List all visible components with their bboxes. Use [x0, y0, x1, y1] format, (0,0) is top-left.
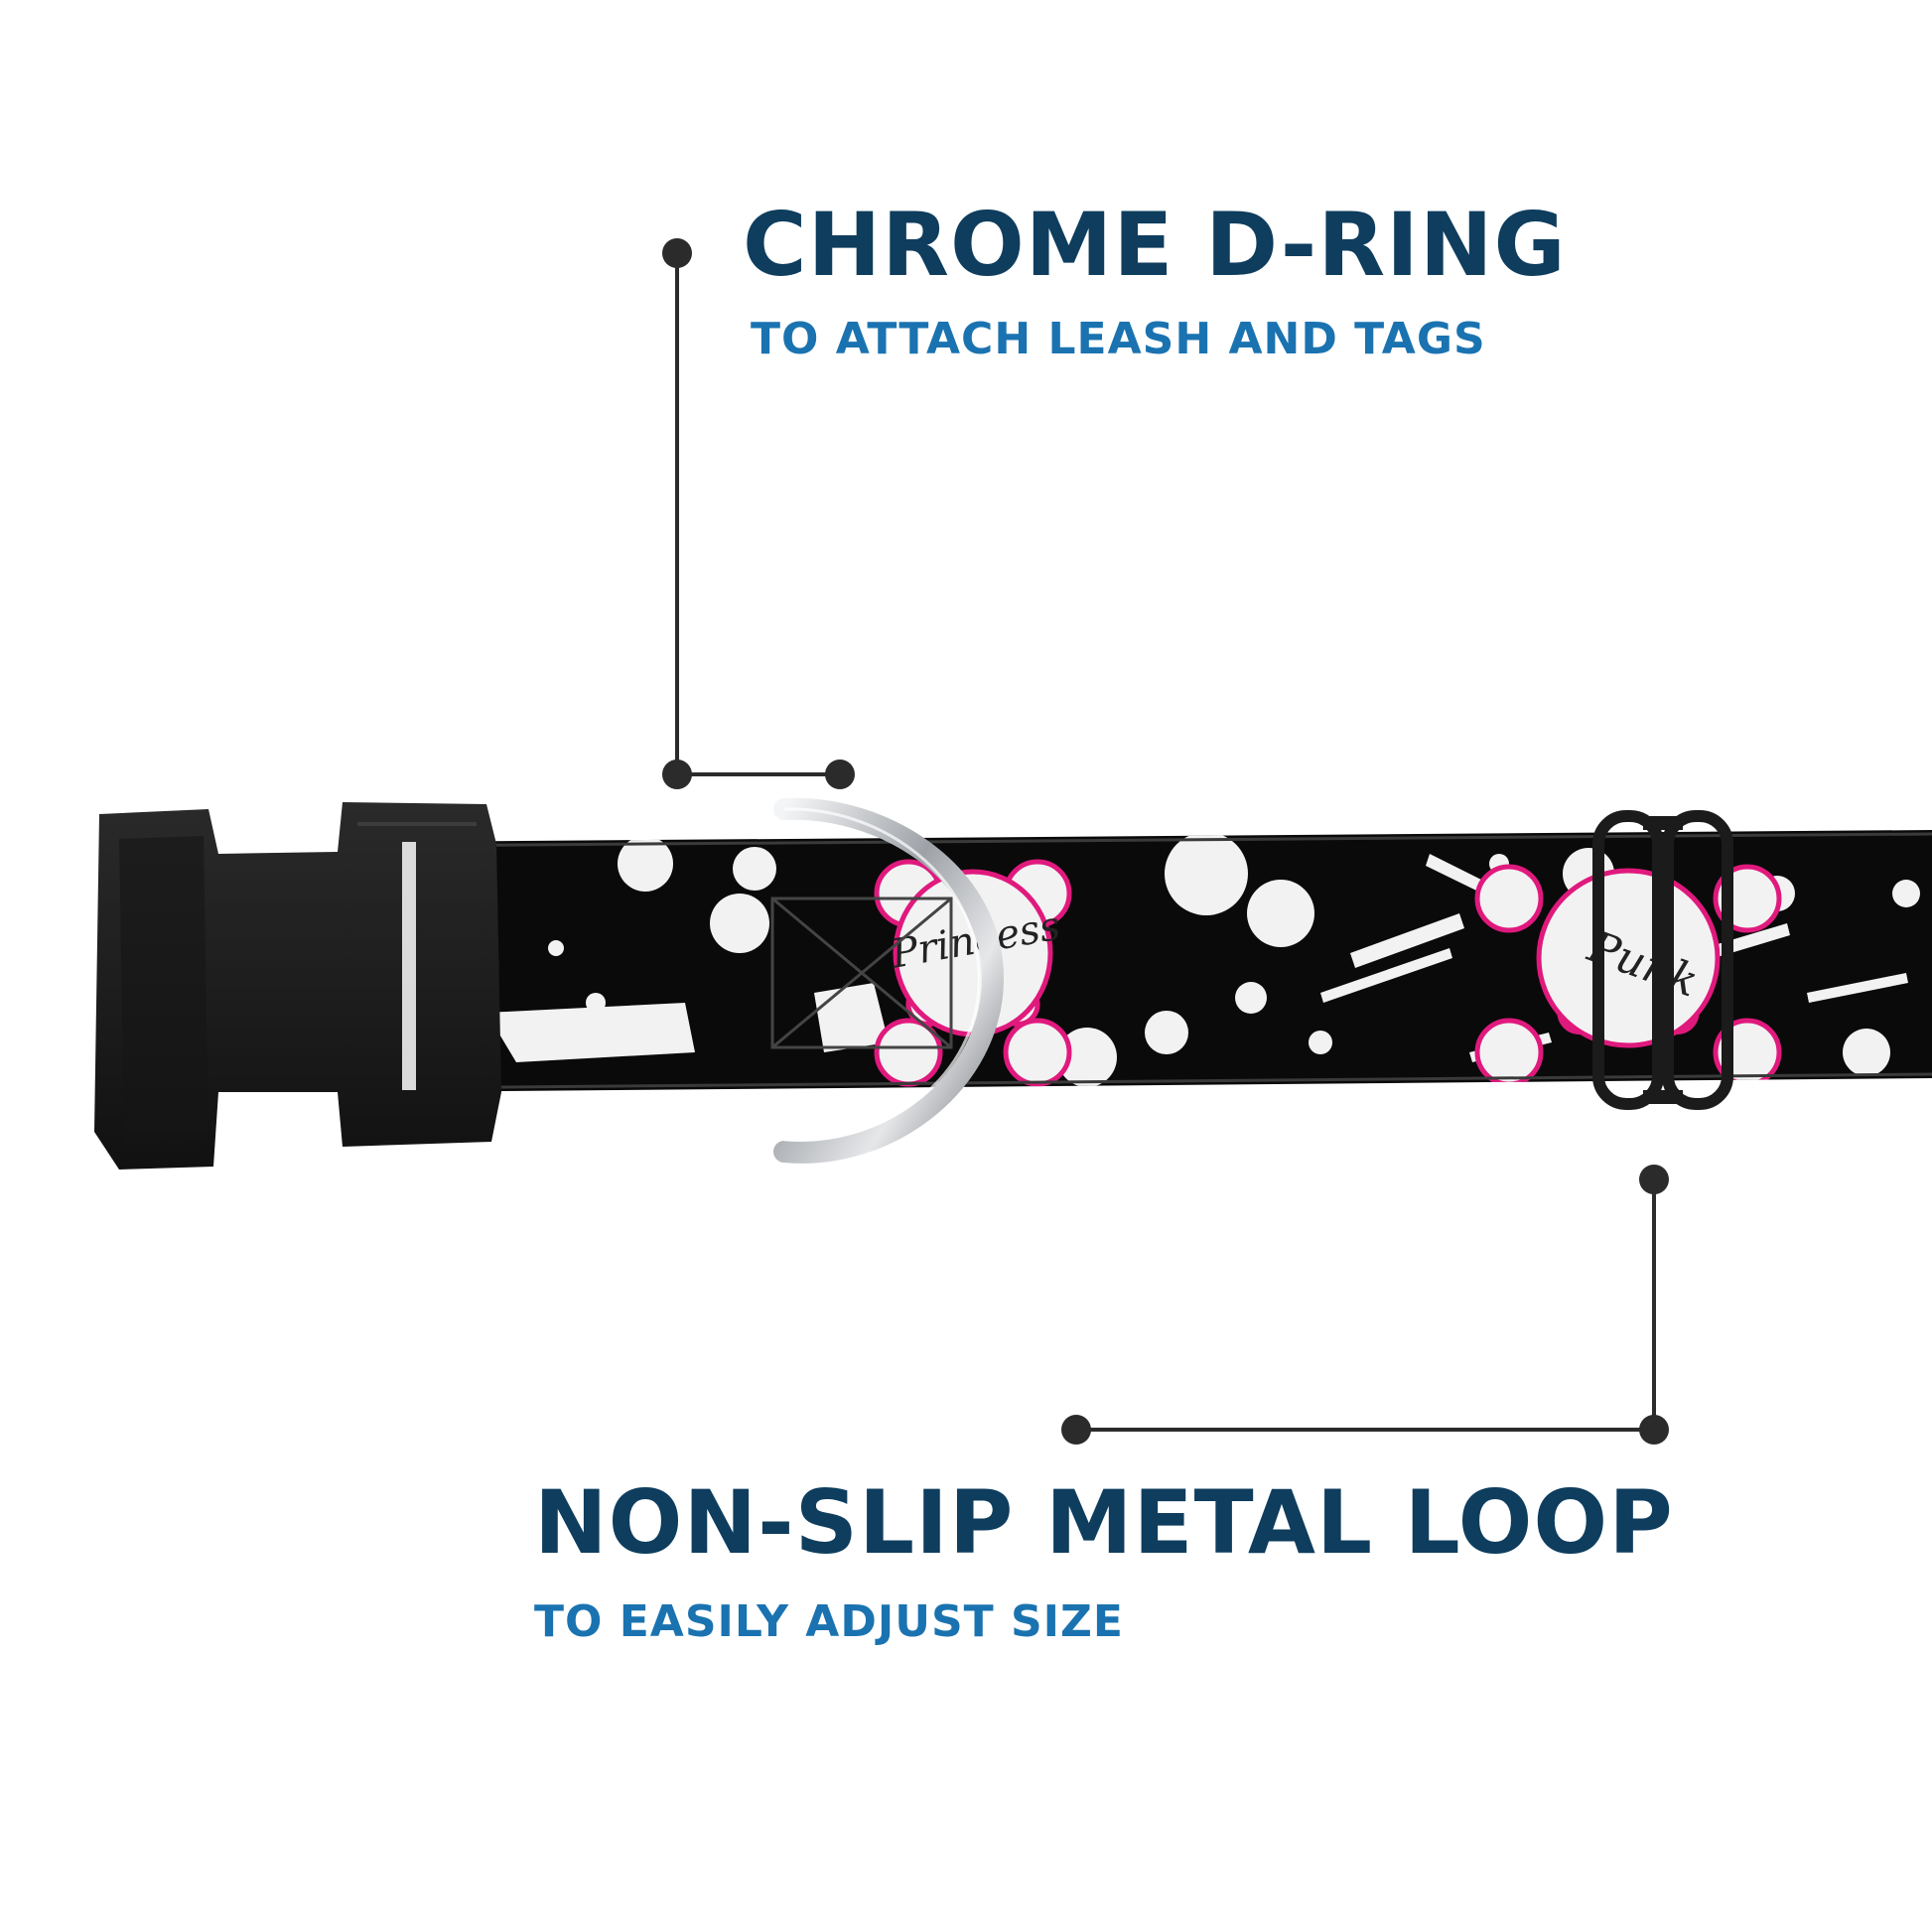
dring-callout-subtitle: TO ATTACH LEASH AND TAGS	[751, 314, 1486, 364]
loop-leader-line	[1061, 1165, 1669, 1445]
metal-loop	[1592, 810, 1733, 1110]
leader-dot-corner	[662, 759, 692, 789]
chrome-d-ring	[770, 797, 1005, 1164]
dring-callout-title: CHROME D-RING	[743, 194, 1567, 296]
skull-motif-princess: Princess	[874, 859, 1072, 1087]
loop-callout-subtitle: TO EASILY ADJUST SIZE	[534, 1596, 1124, 1647]
plastic-buckle	[94, 802, 501, 1170]
d-ring-x-stitch	[771, 897, 952, 1049]
loop-callout-title: NON-SLIP METAL LOOP	[534, 1471, 1674, 1574]
leader-dot-corner	[1639, 1415, 1669, 1445]
leader-dot-end	[825, 759, 855, 789]
leader-dot-top	[1639, 1165, 1669, 1194]
leader-dot-end	[1061, 1415, 1091, 1445]
leader-dot-top	[662, 238, 692, 268]
dring-leader-line	[662, 238, 855, 789]
collar-strap: Princess Punk	[396, 830, 1932, 1092]
d-ring-box-stitch	[770, 897, 953, 1049]
